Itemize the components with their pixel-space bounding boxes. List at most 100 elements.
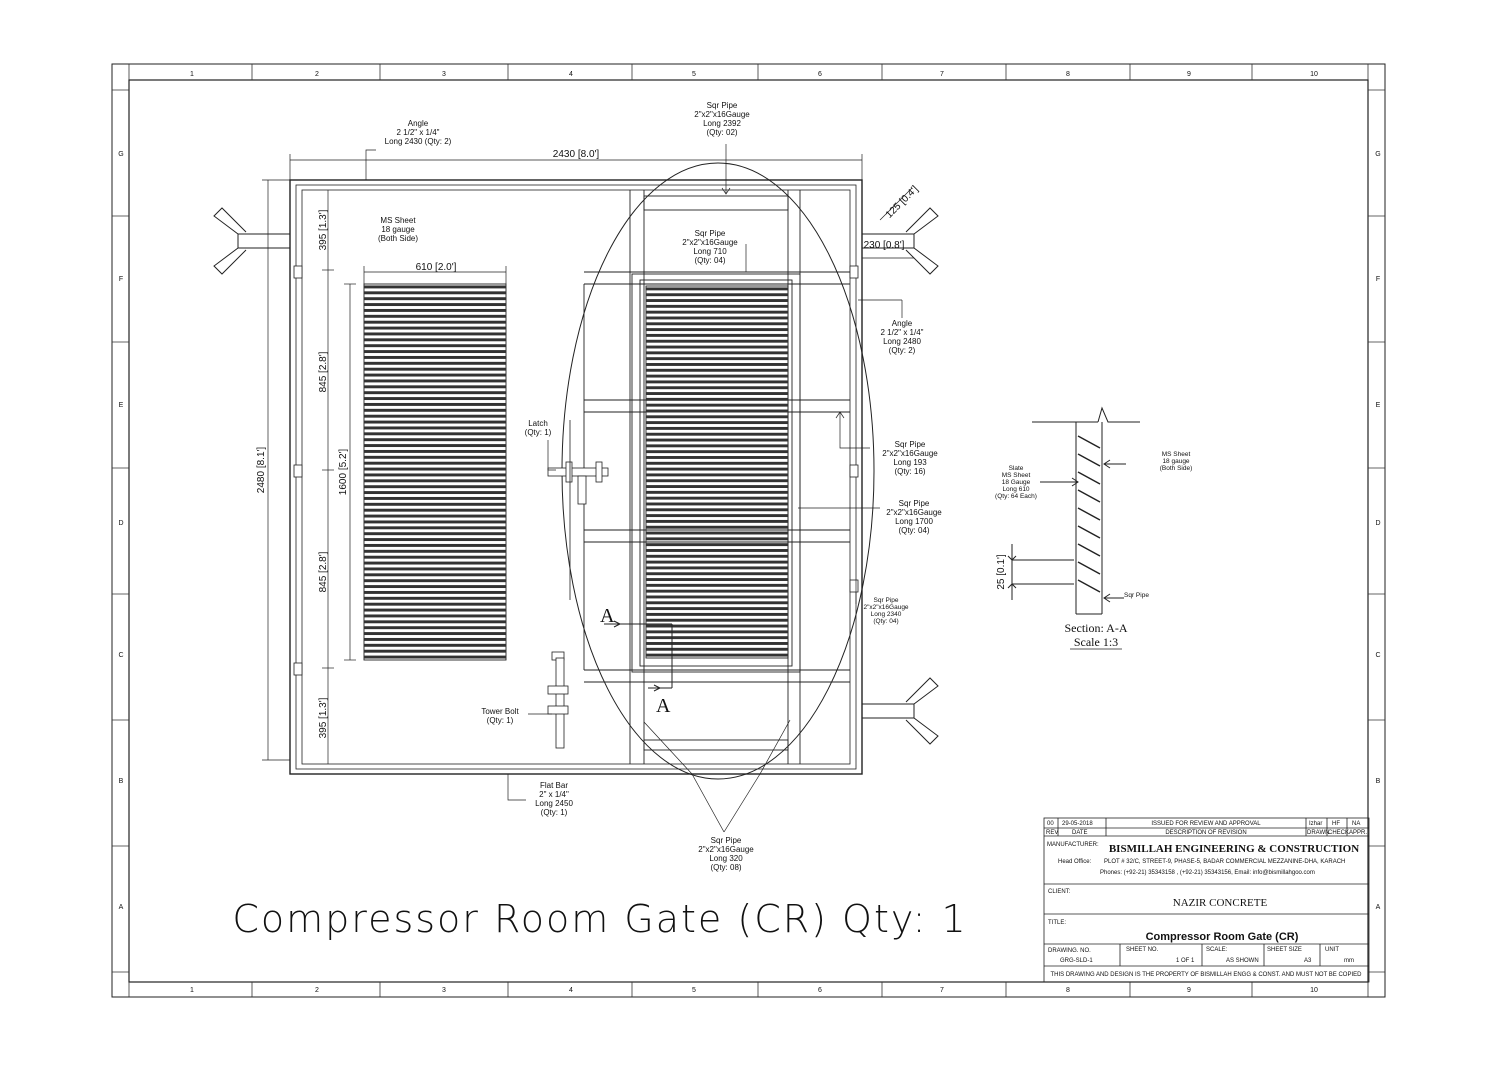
drawing-no: GRG-SLD-1: [1060, 958, 1093, 964]
address: PLOT # 32/C, STREET-9, PHASE-5, BADAR CO…: [1104, 859, 1345, 865]
rev-date: 29-05-2018: [1062, 821, 1093, 827]
sheet-no: 1 OF 1: [1176, 958, 1195, 964]
callout-sqr-pipe-1700: (Qty: 04): [898, 526, 929, 535]
zone-label-right: F: [1376, 276, 1380, 283]
inner-frame: [128, 79, 1369, 983]
title-block: [1043, 817, 1370, 983]
title-label: TITLE:: [1048, 920, 1066, 926]
drawing-no-label: DRAWING. NO.: [1048, 948, 1091, 954]
callout-flat-bar: (Qty: 1): [541, 808, 568, 817]
callout-slate: 18 Gauge: [1002, 479, 1031, 486]
rev-desc: ISSUED FOR REVIEW AND APPROVAL: [1151, 821, 1261, 827]
dimension-lines: [262, 154, 914, 764]
callout-angle-right: Angle: [892, 319, 913, 328]
rev-appr: NA: [1352, 821, 1360, 827]
callout-sqr-pipe-top: Sqr Pipe: [707, 101, 738, 110]
callout-angle-right: (Qty: 2): [889, 346, 916, 355]
zone-label-right: B: [1376, 778, 1381, 785]
callout-tower-bolt: Tower Bolt: [481, 707, 519, 716]
callout-sqr-pipe-1700: 2"x2"x16Gauge: [886, 508, 942, 517]
callout-section-ms-sheet: 18 gauge: [1162, 458, 1189, 465]
manufacturer-label: MANUFACTURER:: [1047, 842, 1099, 848]
disclaimer: THIS DRAWING AND DESIGN IS THE PROPERTY …: [1051, 972, 1363, 978]
client-name: NAZIR CONCRETE: [1173, 897, 1268, 909]
callout-latch: Latch: [528, 419, 548, 428]
hdr-date: DATE: [1072, 830, 1088, 836]
outer-frame: [111, 63, 1386, 998]
callout-sqr-pipe-710: Sqr Pipe: [695, 229, 726, 238]
gate-frame: [289, 179, 863, 775]
callout-latch: (Qty: 1): [525, 428, 552, 437]
callout-slate: (Qty: 64 Each): [995, 493, 1037, 500]
callout-sqr-pipe-710: (Qty: 04): [694, 256, 725, 265]
zone-label-left: E: [119, 402, 124, 409]
zone-label-top: 3: [442, 71, 446, 78]
dim-panel-width: 610 [2.0']: [416, 262, 457, 273]
callout-angle-right: Long 2480: [883, 337, 921, 346]
rev-drawn: Izhar: [1309, 821, 1322, 827]
zone-label-top: 6: [818, 71, 822, 78]
zone-label-bottom: 10: [1310, 987, 1318, 994]
zone-label-bottom: 9: [1187, 987, 1191, 994]
zone-label-top: 1: [190, 71, 194, 78]
dim-bottom-spacing: 395 [1.3']: [318, 697, 329, 738]
zone-label-right: A: [1376, 904, 1381, 911]
hinges: [293, 265, 859, 676]
dim-overall-height: 2480 [8.1']: [256, 447, 267, 494]
scale-value: AS SHOWN: [1226, 958, 1259, 964]
zone-label-bottom: 5: [692, 987, 696, 994]
callout-sqr-pipe-top: Long 2392: [703, 119, 741, 128]
zone-label-bottom: 6: [818, 987, 822, 994]
hdr-rev: REV: [1046, 830, 1058, 836]
dim-hinge-offset: 125 [0.4']: [884, 184, 921, 221]
title-value: Compressor Room Gate (CR): [1146, 931, 1299, 943]
section-title: Section: A-A: [1065, 621, 1128, 635]
callout-tower-bolt: (Qty: 1): [487, 716, 514, 725]
dim-upper-half: 845 [2.8']: [318, 351, 329, 392]
zone-label-left: D: [118, 520, 123, 527]
zone-label-bottom: 2: [315, 987, 319, 994]
zone-label-bottom: 3: [442, 987, 446, 994]
callout-angle-right: 2 1/2" x 1/4": [880, 328, 923, 337]
callout-sqr-pipe-710: Long 710: [693, 247, 727, 256]
zone-marks: [112, 64, 1385, 997]
callout-flat-bar: 2" x 1/4": [539, 790, 569, 799]
callout-sqr-pipe-1700: Long 1700: [895, 517, 933, 526]
callout-section-ms-sheet: MS Sheet: [1162, 451, 1191, 458]
callout-sqr-pipe-2340: Long 2340: [871, 611, 902, 618]
callout-ms-sheet: MS Sheet: [380, 216, 416, 225]
section-scale: Scale 1:3: [1074, 635, 1118, 649]
callout-sqr-pipe-193: (Qty: 16): [894, 467, 925, 476]
callout-angle-top: Long 2430 (Qty: 2): [385, 137, 452, 146]
zone-label-bottom: 8: [1066, 987, 1070, 994]
callout-sqr-pipe-710: 2"x2"x16Gauge: [682, 238, 738, 247]
hdr-check: CHECK: [1328, 830, 1349, 836]
hinge-hooks: [213, 207, 939, 745]
client-label: CLIENT:: [1048, 889, 1071, 895]
section-marker-1: A: [600, 605, 615, 627]
callout-sqr-pipe-193: 2"x2"x16Gauge: [882, 449, 938, 458]
callout-slate: Long 610: [1002, 486, 1029, 493]
callout-sqr-pipe-320: Sqr Pipe: [711, 836, 742, 845]
rev-check: HF: [1332, 821, 1340, 827]
zone-label-right: C: [1375, 652, 1380, 659]
sheet-size: A3: [1304, 958, 1312, 964]
zone-label-top: 10: [1310, 71, 1318, 78]
callout-slate: Slate: [1009, 465, 1024, 472]
zone-label-right: D: [1375, 520, 1380, 527]
section-slats: [1077, 435, 1101, 593]
zone-label-left: C: [118, 652, 123, 659]
callout-sqr-pipe-320: Long 320: [709, 854, 743, 863]
tower-bolt: [547, 651, 569, 749]
dim-top-spacing: 395 [1.3']: [318, 209, 329, 250]
callout-section-sqr-pipe: Sqr Pipe: [1124, 592, 1149, 599]
dim-overall-width: 2430 [8.0']: [553, 149, 600, 160]
hdr-appr: APPR.: [1349, 830, 1367, 836]
callout-slate: MS Sheet: [1002, 472, 1031, 479]
callout-sqr-pipe-193: Sqr Pipe: [895, 440, 926, 449]
unit-label: UNIT: [1325, 947, 1339, 953]
sheet-size-label: SHEET SIZE: [1267, 947, 1302, 953]
callout-sqr-pipe-top: (Qty: 02): [706, 128, 737, 137]
sheet-no-label: SHEET NO.: [1126, 947, 1159, 953]
